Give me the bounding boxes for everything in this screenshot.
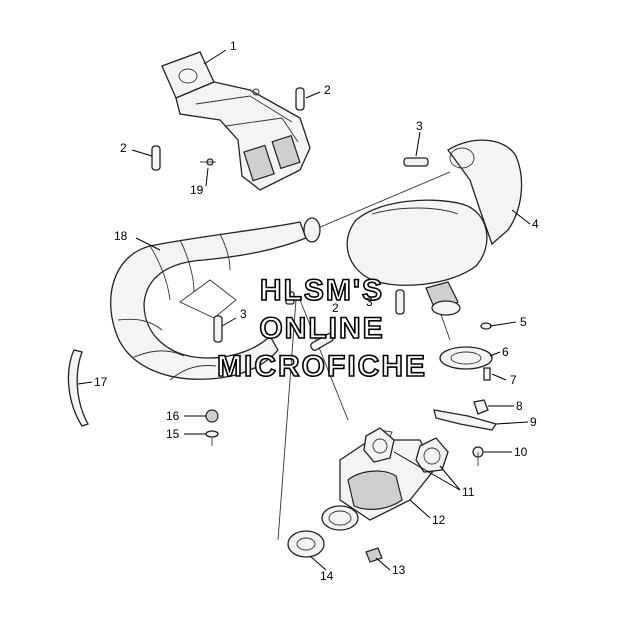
part-flat-gasket	[439, 346, 493, 370]
part-mounting-bracket	[161, 51, 311, 191]
callout-3: 3	[416, 119, 423, 133]
callout-11: 11	[462, 485, 475, 499]
callout-5: 5	[520, 315, 527, 329]
watermark: HLSM'S ONLINE MICROFICHE	[216, 273, 427, 384]
callout-2: 2	[332, 301, 339, 315]
callout-19: 19	[190, 183, 204, 197]
callout-13: 13	[392, 563, 406, 577]
watermark-line-1: HLSM'S	[260, 274, 384, 307]
callout-1: 1	[230, 39, 237, 53]
callout-2: 2	[324, 83, 331, 97]
callout-15: 15	[166, 427, 180, 441]
callout-17: 17	[94, 375, 108, 389]
part-small-hardware	[200, 158, 498, 563]
callout-16: 16	[166, 409, 180, 423]
watermark-line-2: ONLINE	[259, 312, 384, 345]
watermark-line-3: MICROFICHE	[217, 350, 427, 383]
callout-2: 2	[120, 141, 127, 155]
callout-14: 14	[320, 569, 334, 583]
part-manifold-gaskets	[363, 427, 449, 473]
part-retaining-strap	[67, 349, 89, 427]
part-exhaust-manifold	[321, 429, 435, 531]
callout-labels: 1 2 2 2 3 3 3 4 5 6 7 8 9 10 11 12 13 14…	[94, 39, 539, 583]
callout-6: 6	[502, 345, 509, 359]
part-seal-ring	[287, 530, 325, 558]
part-springs	[151, 87, 429, 352]
callout-4: 4	[532, 217, 539, 231]
callout-18: 18	[114, 229, 128, 243]
part-expansion-chamber	[110, 217, 321, 381]
callout-9: 9	[530, 415, 537, 429]
callout-10: 10	[514, 445, 528, 459]
callout-8: 8	[516, 399, 523, 413]
callout-3: 3	[240, 307, 247, 321]
assembly-guide-lines	[277, 171, 451, 541]
callout-leader-lines	[77, 49, 531, 571]
callout-3: 3	[366, 295, 373, 309]
part-silencer	[346, 139, 523, 316]
callout-7: 7	[510, 373, 517, 387]
callout-12: 12	[432, 513, 446, 527]
